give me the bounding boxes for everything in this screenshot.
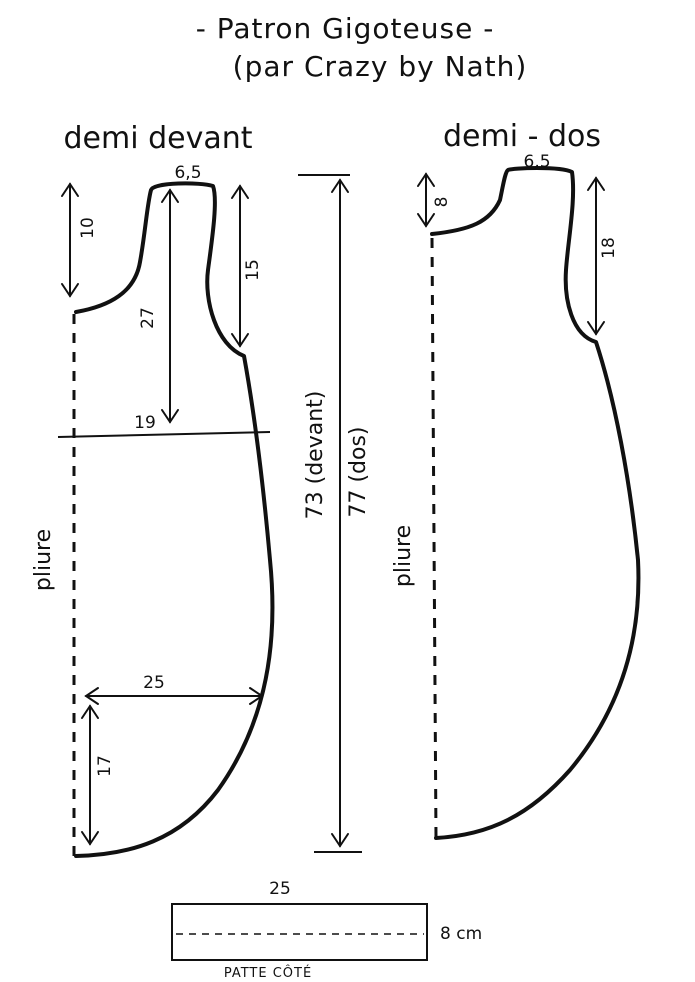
front-outline: [74, 181, 275, 858]
back-fold-line: [430, 237, 438, 839]
front-neck-drop-arrow: [61, 182, 79, 298]
back-armhole-label: 18: [599, 237, 619, 259]
front-shoulder-chest-label: 27: [138, 307, 158, 329]
front-pattern-piece: demi devant 10 6,5 15 27: [31, 121, 275, 858]
back-armhole-arrow: [587, 176, 605, 336]
side-tab-label: PATTE CÔTÉ: [224, 965, 312, 981]
side-tab-rectangle: [171, 903, 428, 961]
front-heading: demi devant: [63, 121, 252, 156]
side-tab-width-label: 25: [269, 879, 291, 899]
front-shoulder-chest-arrow: [161, 188, 179, 424]
title-line-2: (par Crazy by Nath): [233, 50, 528, 83]
front-chest-line: [57, 431, 271, 438]
back-outline: [430, 166, 641, 840]
front-hem-width-label: 25: [143, 673, 165, 693]
front-shoulder-label: 6,5: [174, 163, 201, 183]
front-fold-label: pliure: [31, 529, 56, 591]
front-armhole-arrow: [231, 184, 249, 348]
back-heading: demi - dos: [443, 119, 601, 154]
length-front-label: 73 (devant): [303, 391, 328, 520]
length-indicator: [298, 174, 362, 853]
front-hem-curve-label: 17: [95, 755, 115, 777]
front-hem-curve-arrow: [81, 704, 99, 846]
title-line-1: - Patron Gigoteuse -: [196, 12, 495, 45]
back-pattern-piece: demi - dos 8 6,5 18 pliure: [391, 119, 641, 840]
back-fold-label: pliure: [391, 525, 416, 587]
length-back-label: 77 (dos): [346, 426, 371, 517]
side-tab-piece: 25 8 cm PATTE CÔTÉ: [171, 879, 482, 981]
front-armhole-label: 15: [243, 259, 263, 281]
back-neck-drop-label: 8: [432, 197, 452, 208]
side-tab-height-label: 8 cm: [440, 924, 482, 944]
front-chest-width-label: 19: [134, 413, 156, 433]
front-neck-drop-label: 10: [78, 217, 98, 239]
front-hem-width-arrow: [84, 687, 264, 705]
back-neck-drop-arrow: [417, 172, 435, 228]
back-shoulder-label: 6,5: [523, 152, 550, 172]
